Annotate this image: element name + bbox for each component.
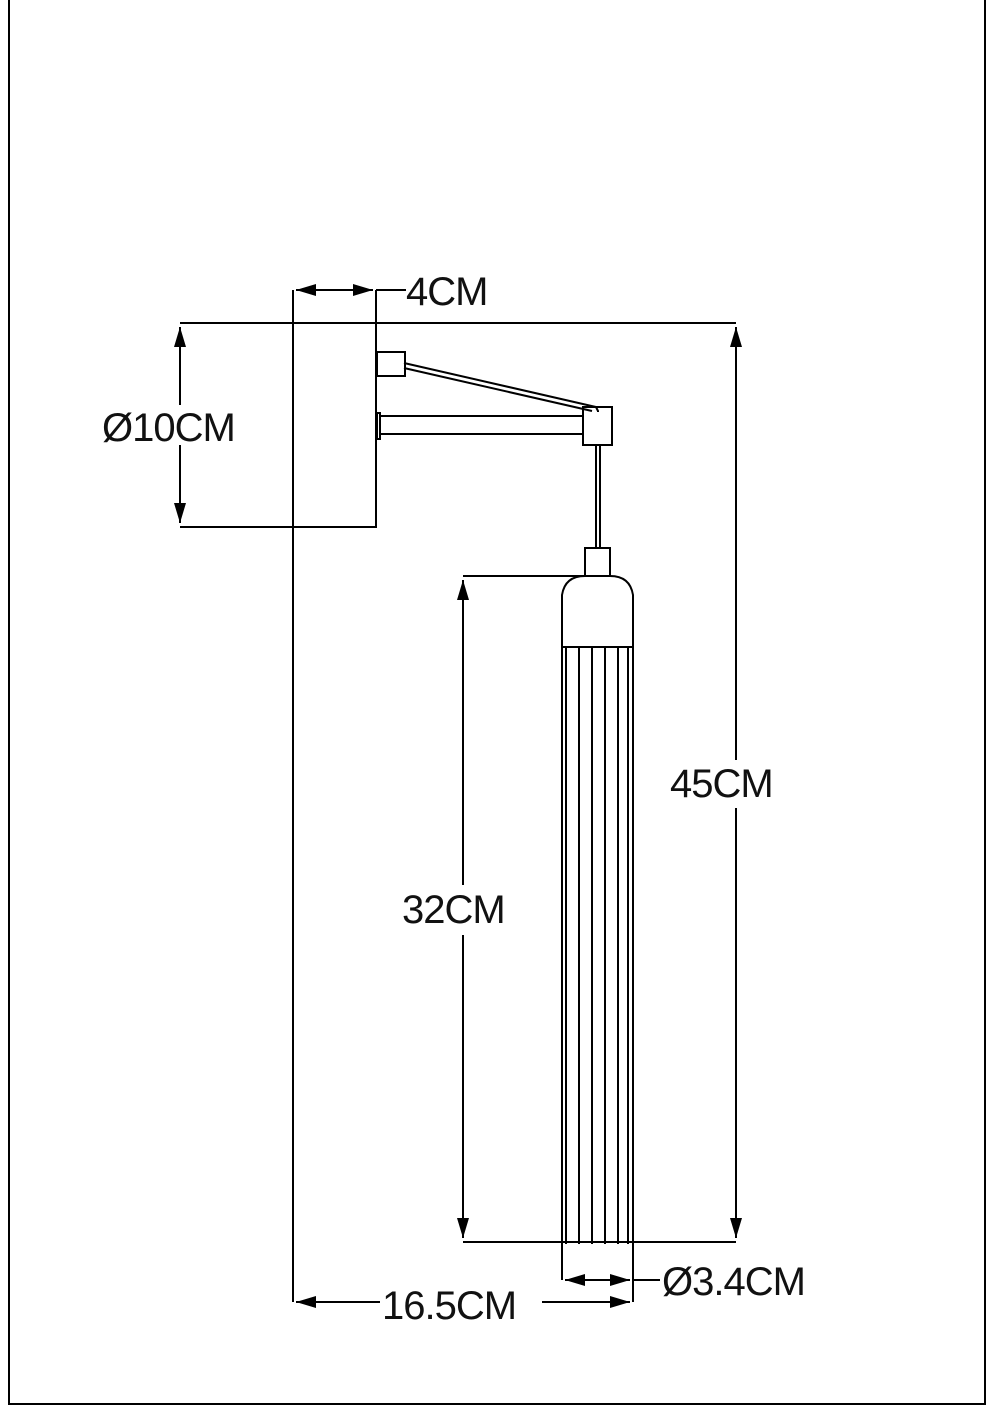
lamp-arm — [376, 351, 613, 548]
label-shade-diameter: Ø3.4CM — [662, 1260, 806, 1304]
drawing-frame — [8, 0, 986, 1405]
label-backplate-depth: 4CM — [406, 270, 488, 314]
lamp-shade — [463, 547, 736, 1302]
backplate — [180, 322, 736, 528]
label-projection: 16.5CM — [382, 1284, 517, 1328]
label-backplate-diameter: Ø10CM — [102, 406, 236, 450]
label-shade-height: 32CM — [402, 888, 506, 932]
label-total-height: 45CM — [670, 762, 774, 806]
